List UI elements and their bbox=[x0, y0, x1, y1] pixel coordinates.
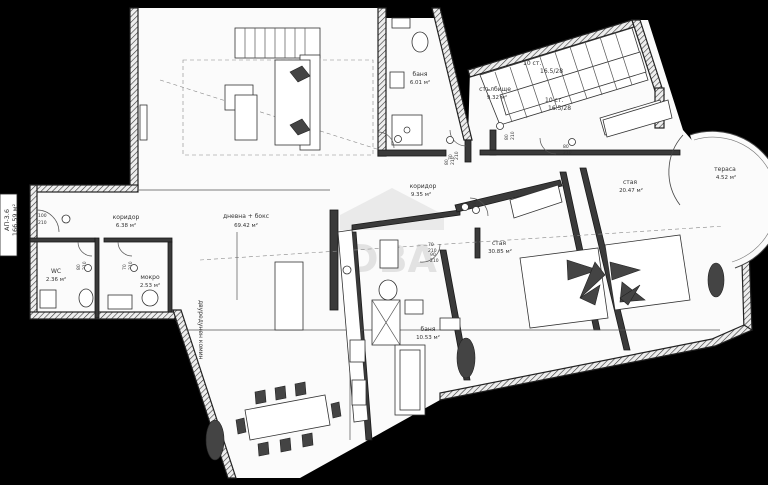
svg-text:100: 100 bbox=[38, 213, 47, 219]
svg-text:коридор: коридор bbox=[113, 214, 140, 221]
svg-text:9.32 м²: 9.32 м² bbox=[487, 94, 507, 101]
bath-bottom-fixtures bbox=[371, 239, 461, 416]
wc-fixtures bbox=[39, 288, 159, 310]
door-tag: 80 210 bbox=[563, 144, 572, 156]
room-label-corridor-left: коридор 6.38 м² bbox=[113, 214, 140, 229]
door-tag: 90 210 bbox=[430, 252, 439, 264]
living-furniture bbox=[139, 65, 342, 457]
svg-text:10.53 м²: 10.53 м² bbox=[416, 334, 440, 341]
shaft-label-text: двуредунен комин bbox=[197, 300, 204, 360]
svg-text:стая: стая bbox=[623, 179, 637, 186]
svg-text:70: 70 bbox=[428, 242, 434, 248]
radiators bbox=[205, 262, 725, 461]
svg-text:80: 80 bbox=[504, 134, 510, 140]
svg-text:2.53 м²: 2.53 м² bbox=[140, 282, 160, 289]
svg-text:баня: баня bbox=[421, 326, 436, 333]
svg-text:210: 210 bbox=[454, 151, 460, 160]
svg-text:210: 210 bbox=[450, 156, 456, 165]
svg-text:210: 210 bbox=[428, 248, 437, 254]
terrace bbox=[668, 130, 768, 269]
room-label-bath-top: баня 6.01 м² bbox=[410, 71, 430, 86]
room-labels: дневна + бокс 69.42 м² коридор 6.38 м² W… bbox=[46, 71, 736, 341]
svg-text:30.85 м²: 30.85 м² bbox=[488, 248, 512, 255]
svg-text:2.36 м²: 2.36 м² bbox=[46, 276, 66, 283]
svg-text:69.42 м²: 69.42 м² bbox=[234, 222, 258, 229]
door-tag: 70 210 bbox=[428, 242, 437, 254]
svg-text:210: 210 bbox=[510, 131, 516, 140]
svg-text:WC: WC bbox=[51, 268, 61, 275]
chair-icon bbox=[289, 65, 311, 83]
dining-table bbox=[235, 381, 342, 457]
svg-text:80: 80 bbox=[444, 159, 450, 165]
svg-text:баня: баня bbox=[413, 71, 428, 78]
beds bbox=[519, 234, 691, 329]
staircase: 10 ст. 16.5/28 10 ст. 16.5/28 bbox=[479, 27, 666, 136]
svg-text:210: 210 bbox=[563, 150, 572, 156]
shaft-label: двуредунен комин bbox=[197, 300, 204, 360]
apartment-code: АП-3.6 bbox=[3, 209, 11, 231]
svg-text:70: 70 bbox=[466, 204, 472, 210]
stair-flight-2-dims: 16.5/28 bbox=[548, 105, 571, 112]
apartment-badge: АП-3.6 166.59 м² bbox=[0, 193, 19, 257]
svg-text:20.47 м²: 20.47 м² bbox=[619, 187, 643, 194]
wardrobes bbox=[509, 99, 673, 219]
svg-text:210: 210 bbox=[430, 258, 439, 264]
chair-icon bbox=[289, 118, 311, 136]
room-label-wet: мокро 2.53 м² bbox=[140, 274, 160, 289]
svg-text:210: 210 bbox=[472, 201, 478, 210]
svg-text:4.52 м²: 4.52 м² bbox=[716, 174, 736, 181]
svg-text:тераса: тераса bbox=[714, 166, 736, 173]
svg-text:80: 80 bbox=[563, 144, 569, 150]
kitchen-counter bbox=[337, 229, 369, 423]
room-label-bath-bottom: баня 10.53 м² bbox=[416, 326, 440, 341]
svg-text:210: 210 bbox=[38, 220, 47, 226]
room-label-wc: WC 2.36 м² bbox=[46, 268, 66, 283]
room-label-corridor-mid: коридор 9.35 м² bbox=[410, 183, 437, 198]
door-tag: 80 210 bbox=[444, 156, 456, 165]
svg-text:90: 90 bbox=[430, 252, 436, 258]
door-tag: 100 210 bbox=[38, 213, 47, 226]
stair-flight-1-label: 10 ст. bbox=[523, 60, 541, 67]
svg-text:70: 70 bbox=[122, 264, 128, 270]
door-badges bbox=[61, 122, 576, 272]
svg-text:стая: стая bbox=[492, 240, 506, 247]
door-tag: 70 210 bbox=[448, 151, 460, 160]
svg-text:9.35 м²: 9.35 м² bbox=[411, 191, 431, 198]
svg-text:стълбище: стълбище bbox=[479, 86, 511, 93]
apartment-area: 166.59 м² bbox=[11, 203, 19, 236]
svg-text:6.01 м²: 6.01 м² bbox=[410, 79, 430, 86]
doors bbox=[36, 129, 557, 263]
room-label-terrace: тераса 4.52 м² bbox=[714, 166, 736, 181]
stair-flight-2-label: 10 ст. bbox=[545, 97, 563, 104]
svg-text:70: 70 bbox=[448, 154, 454, 160]
door-tag: 80 210 bbox=[504, 131, 516, 140]
svg-text:мокро: мокро bbox=[140, 274, 160, 281]
room-label-living: дневна + бокс 69.42 м² bbox=[223, 213, 269, 229]
stair-flight-1-dims: 16.5/28 bbox=[540, 68, 563, 75]
door-tag: 70 210 bbox=[466, 201, 478, 210]
room-label-stairs: стълбище 9.32 м² bbox=[479, 86, 511, 101]
svg-text:коридор: коридор bbox=[410, 183, 437, 190]
room-label-bedroom-center: стая 30.85 м² bbox=[488, 240, 512, 255]
svg-text:6.38 м²: 6.38 м² bbox=[116, 222, 136, 229]
svg-text:дневна + бокс: дневна + бокс bbox=[223, 213, 269, 220]
svg-text:80: 80 bbox=[76, 264, 82, 270]
room-label-bedroom-right: стая 20.47 м² bbox=[619, 179, 643, 194]
